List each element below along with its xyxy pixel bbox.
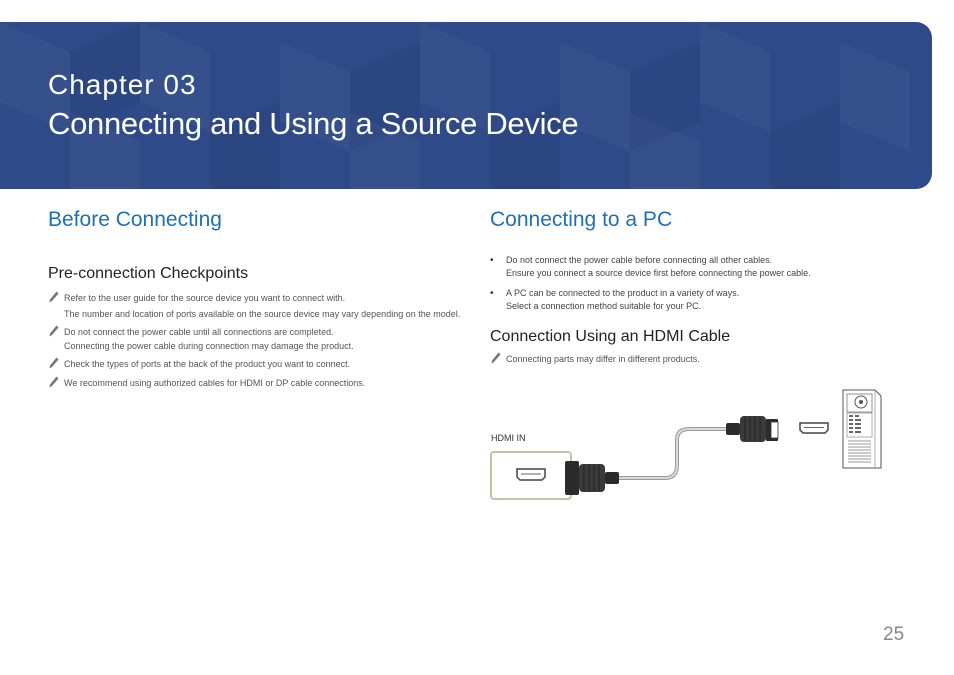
hdmi-diagram-art (490, 389, 882, 500)
hdmi-note: Connecting parts may differ in different… (490, 352, 910, 366)
note-line: Connecting the power cable during connec… (64, 340, 354, 351)
bullet-line: Do not connect the power cable before co… (506, 255, 773, 265)
note-line: Connecting parts may differ in different… (506, 354, 700, 364)
pencil-note-icon (49, 291, 59, 303)
pencil-note-icon (49, 357, 59, 369)
chapter-number: Chapter 03 (48, 69, 197, 100)
note-line: Do not connect the power cable until all… (64, 327, 334, 337)
checkpoint-notes: Refer to the user guide for the source d… (48, 291, 468, 390)
note-line: Check the types of ports at the back of … (64, 359, 351, 369)
hdmi-plug-icon (726, 423, 740, 435)
bullet-item: • A PC can be connected to the product i… (490, 287, 910, 313)
chapter-title: Connecting and Using a Source Device (48, 106, 579, 141)
pencil-note-icon (49, 325, 59, 337)
chapter-banner: Chapter 03 Connecting and Using a Source… (0, 22, 932, 189)
hdmi-cable (619, 427, 738, 480)
note-item: Refer to the user guide for the source d… (48, 291, 468, 320)
subsection-title-checkpoints: Pre-connection Checkpoints (48, 265, 249, 282)
note-item: We recommend using authorized cables for… (48, 376, 468, 390)
hdmi-connection-diagram: HDMI IN (490, 385, 885, 505)
pc-connection-bullets: • Do not connect the power cable before … (490, 254, 910, 313)
note-line: Refer to the user guide for the source d… (64, 293, 346, 303)
note-line: We recommend using authorized cables for… (64, 377, 366, 388)
bullet-line: Ensure you connect a source device first… (506, 268, 811, 278)
note-line: The number and location of ports availab… (64, 308, 461, 319)
bullet-line: A PC can be connected to the product in … (506, 288, 740, 298)
bullet-dot-icon: • (490, 288, 494, 299)
hdmi-in-label: HDMI IN (491, 433, 526, 443)
pencil-note-icon (491, 352, 501, 364)
section-title-before-connecting: Before Connecting (48, 208, 222, 231)
hdmi-plug-icon (565, 461, 579, 495)
pencil-note-icon (49, 376, 59, 387)
page-number: 25 (883, 624, 905, 645)
banner-pattern (70, 22, 840, 189)
pc-tower-icon (842, 389, 882, 469)
bullet-item: • Do not connect the power cable before … (490, 254, 910, 280)
note-item: Check the types of ports at the back of … (48, 357, 468, 371)
section-title-connecting-to-pc: Connecting to a PC (490, 208, 673, 231)
bullet-dot-icon: • (490, 255, 494, 266)
note-item: Do not connect the power cable until all… (48, 325, 468, 352)
subsection-title-hdmi: Connection Using an HDMI Cable (490, 328, 731, 345)
right-column: Connecting to a PC • Do not connect the … (490, 205, 910, 372)
left-column: Before Connecting Pre-connection Checkpo… (48, 205, 468, 395)
bullet-line: Select a connection method suitable for … (506, 301, 702, 311)
